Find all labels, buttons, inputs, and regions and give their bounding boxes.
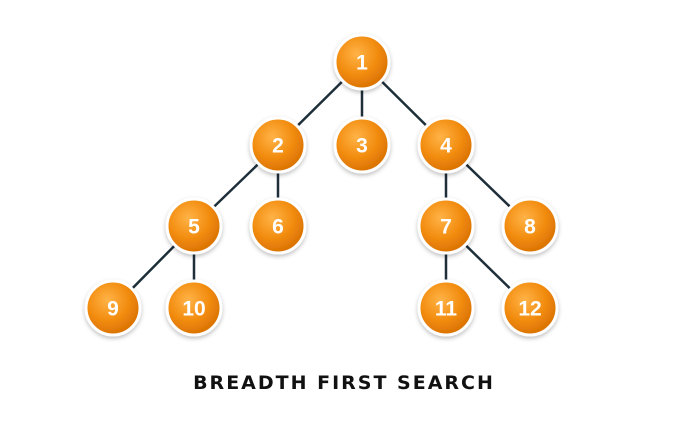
node-label: 4 xyxy=(440,135,452,158)
node-label: 9 xyxy=(107,298,119,321)
tree-node-12: 12 xyxy=(501,279,559,337)
node-label: 12 xyxy=(518,298,541,321)
node-circle xyxy=(501,197,559,255)
node-label: 3 xyxy=(356,135,368,158)
diagram-caption: BREADTH FIRST SEARCH xyxy=(193,372,495,394)
node-label: 7 xyxy=(440,216,452,239)
node-label: 5 xyxy=(188,216,200,239)
node-label: 10 xyxy=(182,298,205,321)
node-label: 11 xyxy=(435,298,458,321)
tree-node-7: 7 xyxy=(417,197,475,255)
node-label: 8 xyxy=(524,216,536,239)
node-label: 1 xyxy=(356,52,368,75)
tree-node-8: 8 xyxy=(501,197,559,255)
node-circle xyxy=(84,279,142,337)
tree-node-9: 9 xyxy=(84,279,142,337)
node-circle xyxy=(333,116,391,174)
tree-node-3: 3 xyxy=(333,116,391,174)
tree-node-11: 11 xyxy=(417,279,475,337)
node-circle xyxy=(249,116,307,174)
node-circle xyxy=(333,33,391,91)
tree-node-1: 1 xyxy=(333,33,391,91)
node-circle xyxy=(417,197,475,255)
node-circle xyxy=(501,279,559,337)
node-circle xyxy=(165,279,223,337)
tree-node-2: 2 xyxy=(249,116,307,174)
tree-node-5: 5 xyxy=(165,197,223,255)
node-label: 2 xyxy=(272,135,284,158)
node-label: 6 xyxy=(272,216,284,239)
tree-node-10: 10 xyxy=(165,279,223,337)
node-circle xyxy=(417,116,475,174)
edges-layer xyxy=(111,60,532,310)
tree-node-6: 6 xyxy=(249,197,307,255)
tree-node-4: 4 xyxy=(417,116,475,174)
node-circle xyxy=(249,197,307,255)
node-circle xyxy=(417,279,475,337)
node-circle xyxy=(165,197,223,255)
